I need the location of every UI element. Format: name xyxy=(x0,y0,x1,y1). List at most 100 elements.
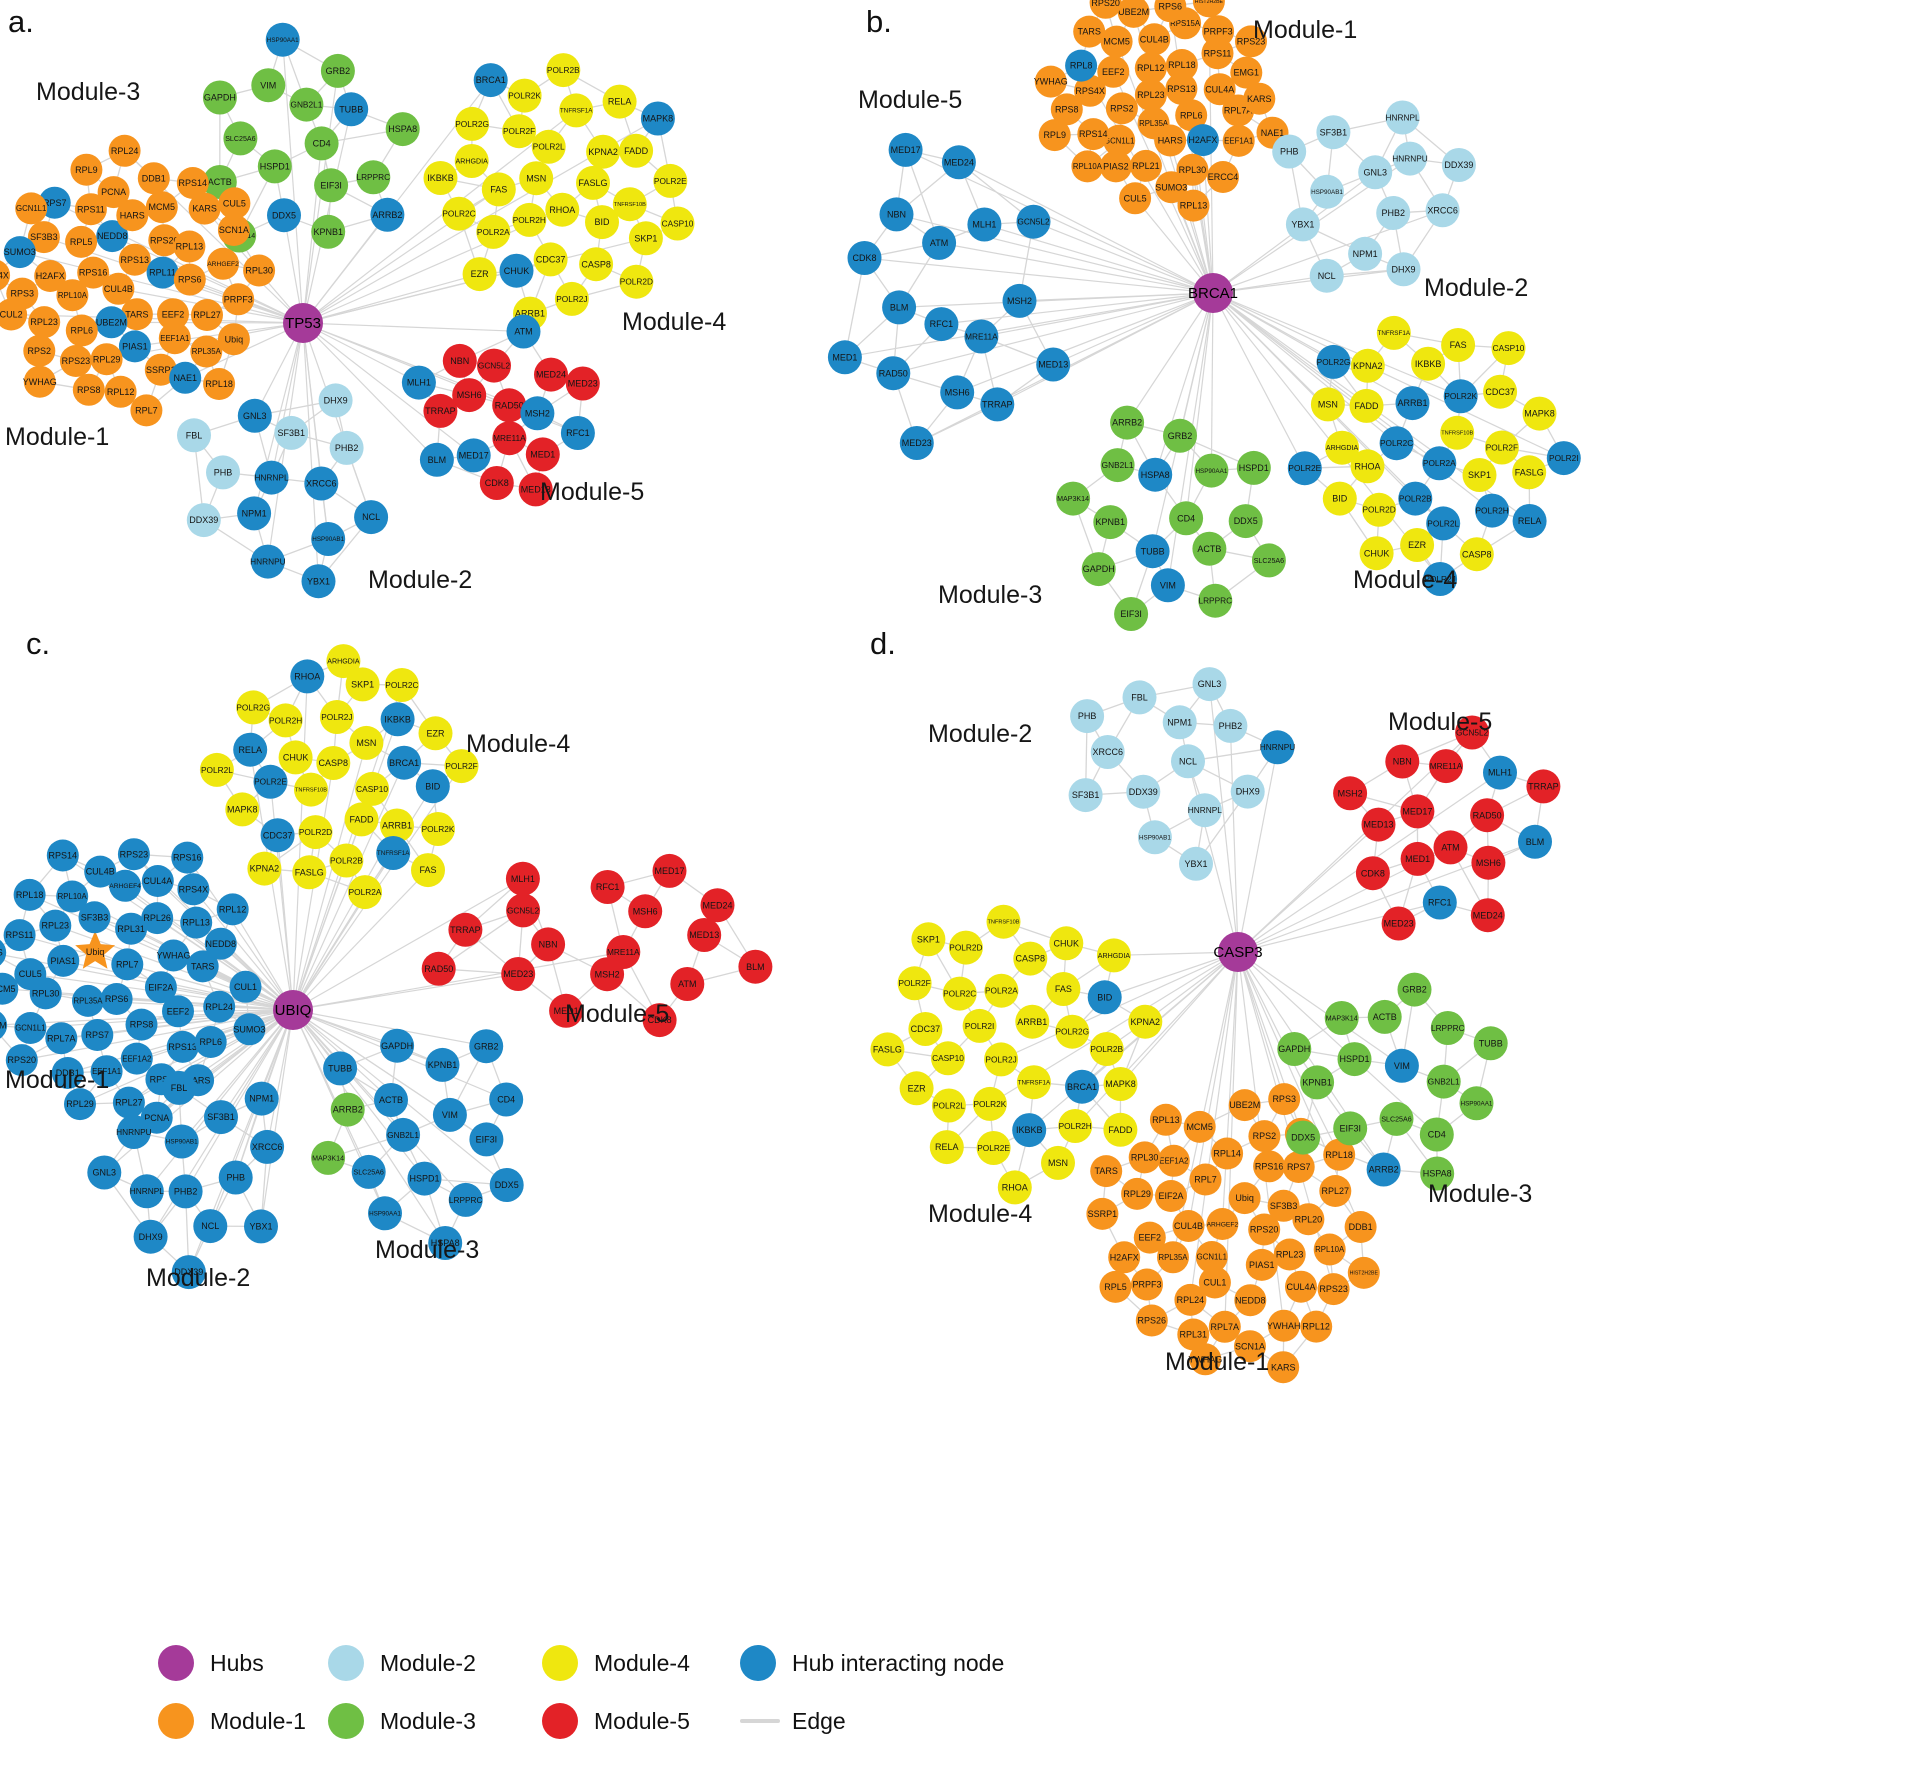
node-slc25a6[interactable]: SLC25A6 xyxy=(1251,543,1286,578)
node-rps11[interactable]: RPS11 xyxy=(3,919,36,952)
node-fadd[interactable]: FADD xyxy=(1103,1112,1138,1147)
node-polr2h[interactable]: POLR2H xyxy=(268,703,303,738)
node-lrpprc[interactable]: LRPPRC xyxy=(448,1182,483,1217)
node-npm1[interactable]: NPM1 xyxy=(1162,705,1197,740)
node-eef1a1[interactable]: EEF1A1 xyxy=(158,322,191,355)
hub-node-brca1[interactable]: BRCA1 xyxy=(1188,273,1238,313)
node-cul4b[interactable]: CUL4B xyxy=(102,272,135,305)
node-cul4a[interactable]: CUL4A xyxy=(1203,73,1236,106)
node-skp1[interactable]: SKP1 xyxy=(1462,458,1497,492)
node-kpna2[interactable]: KPNA2 xyxy=(1128,1004,1163,1039)
node-dhx9[interactable]: DHX9 xyxy=(133,1219,168,1254)
node-cul4b[interactable]: CUL4B xyxy=(1138,23,1171,56)
node-kpna2[interactable]: KPNA2 xyxy=(586,134,621,169)
node-rpl18[interactable]: RPL18 xyxy=(1323,1138,1356,1171)
node-ncl[interactable]: NCL xyxy=(354,500,389,535)
node-med23[interactable]: MED23 xyxy=(565,366,600,401)
node-slc25a6[interactable]: SLC25A6 xyxy=(1379,1101,1414,1136)
node-msh6[interactable]: MSH6 xyxy=(452,378,487,413)
node-rpl21[interactable]: RPL21 xyxy=(1129,149,1162,182)
node-polr2c[interactable]: POLR2C xyxy=(384,668,419,702)
node-polr2c[interactable]: POLR2C xyxy=(442,196,476,231)
node-rpl30[interactable]: RPL30 xyxy=(243,254,276,287)
node-vim[interactable]: VIM xyxy=(432,1097,467,1132)
node-rps14[interactable]: RPS14 xyxy=(176,167,209,199)
node-faslg[interactable]: FASLG xyxy=(1512,455,1547,490)
node-polr2e[interactable]: POLR2E xyxy=(653,163,688,198)
node-ubiq[interactable]: Ubiq xyxy=(75,930,116,969)
node-chuk[interactable]: CHUK xyxy=(1359,536,1394,571)
node-ubiq[interactable]: Ubiq xyxy=(217,323,250,356)
node-eef2[interactable]: EEF2 xyxy=(162,995,194,1028)
node-tnfrsf10b[interactable]: TNFRSF10B xyxy=(612,187,647,222)
node-ddb1[interactable]: DDB1 xyxy=(1344,1211,1377,1243)
node-polr2g[interactable]: POLR2G xyxy=(455,106,490,141)
node-tubb[interactable]: TUBB xyxy=(1135,534,1170,569)
node-ube2m[interactable]: UBE2M xyxy=(0,1009,8,1041)
node-hspa8[interactable]: HSPA8 xyxy=(1420,1156,1455,1191)
node-brca1[interactable]: BRCA1 xyxy=(1065,1069,1099,1104)
node-arrb2[interactable]: ARRB2 xyxy=(1366,1152,1401,1187)
node-hnrnpl[interactable]: HNRNPL xyxy=(1188,793,1223,828)
node-atm[interactable]: ATM xyxy=(506,314,541,349)
node-rpl35a[interactable]: RPL35A xyxy=(1157,1241,1189,1274)
node-hnrnpl[interactable]: HNRNPL xyxy=(130,1174,165,1209)
node-rpl7[interactable]: RPL7 xyxy=(111,948,144,981)
node-rhoa[interactable]: RHOA xyxy=(545,192,580,227)
node-hspd1[interactable]: HSPD1 xyxy=(407,1161,442,1196)
node-gnb2l1[interactable]: GNB2L1 xyxy=(1426,1064,1461,1099)
node-npm1[interactable]: NPM1 xyxy=(237,496,272,531)
node-hnrnpu[interactable]: HNRNPU xyxy=(1260,730,1296,765)
node-phb[interactable]: PHB xyxy=(1070,699,1105,734)
node-lrpprc[interactable]: LRPPRC xyxy=(1198,583,1233,618)
node-sf3b3[interactable]: SF3B3 xyxy=(27,221,60,254)
node-ywhag[interactable]: YWHAG xyxy=(1188,1343,1222,1376)
node-msh6[interactable]: MSH6 xyxy=(940,375,975,410)
node-sf3b1[interactable]: SF3B1 xyxy=(204,1100,238,1135)
node-med13[interactable]: MED13 xyxy=(687,918,722,952)
node-ikbkb[interactable]: IKBKB xyxy=(380,702,415,737)
node-fadd[interactable]: FADD xyxy=(619,133,654,168)
node-tars[interactable]: TARS xyxy=(1090,1155,1123,1188)
node-rpl12[interactable]: RPL12 xyxy=(104,375,137,408)
node-hspd1[interactable]: HSPD1 xyxy=(1236,450,1271,485)
node-rpl18[interactable]: RPL18 xyxy=(13,878,46,911)
node-msh6[interactable]: MSH6 xyxy=(1471,845,1506,880)
node-dhx9[interactable]: DHX9 xyxy=(1386,252,1421,287)
node-cul1[interactable]: CUL1 xyxy=(1198,1266,1231,1299)
node-rfc1[interactable]: RFC1 xyxy=(590,870,625,904)
node-pias1[interactable]: PIAS1 xyxy=(1245,1248,1278,1281)
node-bid[interactable]: BID xyxy=(1322,481,1357,516)
node-tnfrsf1a[interactable]: TNFRSF1A xyxy=(559,93,593,128)
node-msh6[interactable]: MSH6 xyxy=(628,894,663,929)
node-rpl7a[interactable]: RPL7A xyxy=(45,1022,78,1055)
node-polr2l[interactable]: POLR2L xyxy=(531,129,566,164)
node-polr2l[interactable]: POLR2L xyxy=(199,752,234,787)
node-rps20[interactable]: RPS20 xyxy=(5,1044,38,1077)
node-eef1a1[interactable]: EEF1A1 xyxy=(1222,124,1255,157)
node-rps2[interactable]: RPS2 xyxy=(1105,92,1138,125)
node-fbl[interactable]: FBL xyxy=(1122,680,1157,715)
node-rps4x[interactable]: RPS4X xyxy=(0,259,11,291)
node-polr2f[interactable]: POLR2F xyxy=(1484,430,1519,465)
node-hspd1[interactable]: HSPD1 xyxy=(257,149,292,184)
node-tnfrsf1a[interactable]: TNFRSF1A xyxy=(376,836,410,870)
node-cd4[interactable]: CD4 xyxy=(1419,1117,1454,1152)
node-phb2[interactable]: PHB2 xyxy=(1376,196,1411,230)
node-rpl31[interactable]: RPL31 xyxy=(115,912,148,945)
node-med24[interactable]: MED24 xyxy=(941,145,976,180)
node-kpnb1[interactable]: KPNB1 xyxy=(1300,1065,1335,1100)
node-grb2[interactable]: GRB2 xyxy=(1397,972,1432,1007)
node-arrb2[interactable]: ARRB2 xyxy=(330,1092,365,1127)
node-rpl29[interactable]: RPL29 xyxy=(1121,1177,1154,1210)
node-ezr[interactable]: EZR xyxy=(1400,528,1435,562)
node-gcn1l1[interactable]: GCN1L1 xyxy=(15,192,48,225)
node-vim[interactable]: VIM xyxy=(1384,1048,1419,1083)
node-sumo3[interactable]: SUMO3 xyxy=(233,1013,265,1046)
node-hnrnpl[interactable]: HNRNPL xyxy=(254,460,289,495)
node-med17[interactable]: MED17 xyxy=(652,853,687,888)
node-cul5[interactable]: CUL5 xyxy=(218,187,251,220)
node-eif2a[interactable]: EIF2A xyxy=(144,971,177,1004)
node-mapk8[interactable]: MAPK8 xyxy=(1103,1067,1138,1101)
node-gcn5l2[interactable]: GCN5L2 xyxy=(477,348,511,383)
